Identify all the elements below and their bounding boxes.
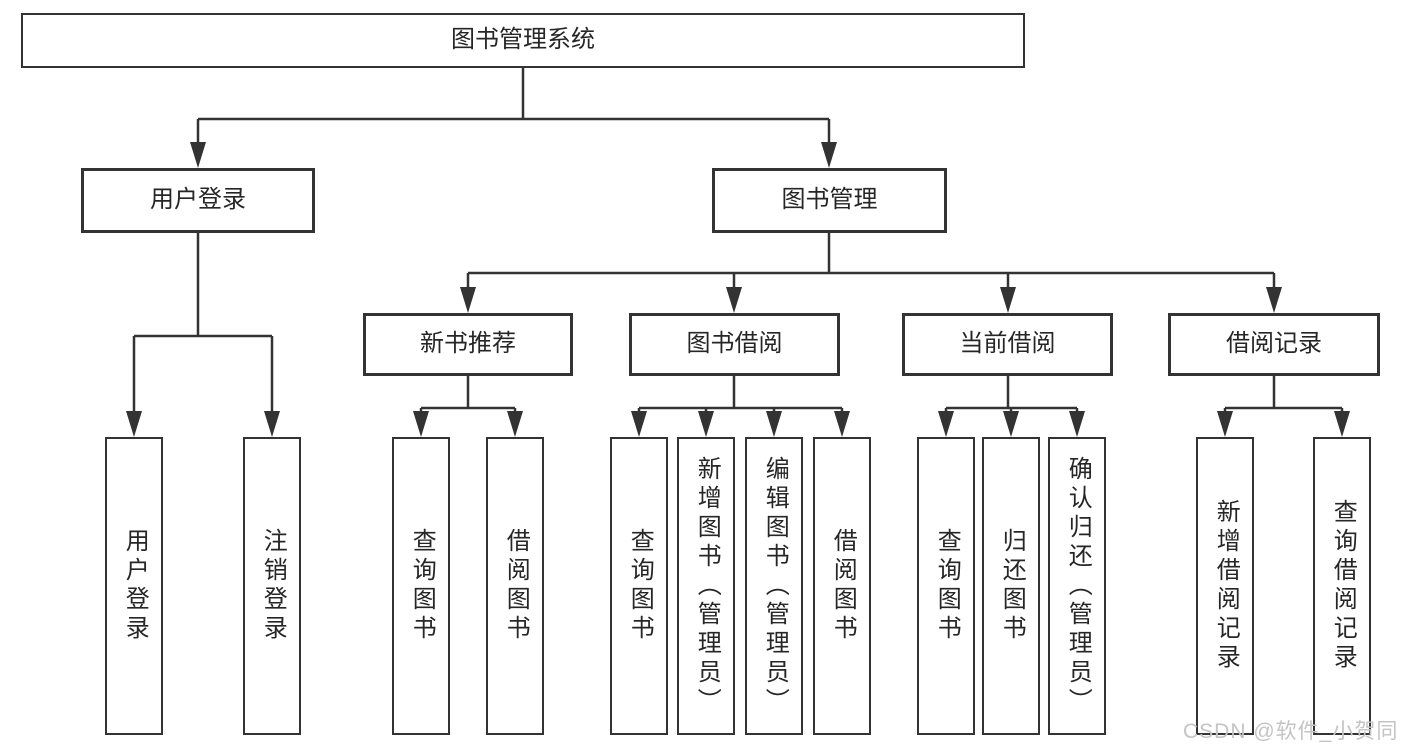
arrow-icon — [1334, 411, 1350, 437]
leaf-borrow-books-recommend: 借阅图书 — [486, 437, 544, 735]
arrow-icon — [264, 411, 280, 437]
arrow-icon — [631, 411, 647, 437]
leaf-logout: 注销登录 — [243, 437, 301, 735]
leaf-query-books-borrowing: 查询图书 — [610, 437, 668, 735]
node-book-management: 图书管理 — [712, 168, 947, 233]
arrow-icon — [834, 411, 850, 437]
leaf-return-book: 归还图书 — [982, 437, 1040, 735]
node-current-borrowing: 当前借阅 — [902, 313, 1113, 376]
leaf-confirm-return-admin: 确认归还（管理员） — [1048, 437, 1106, 735]
arrow-icon — [413, 411, 429, 437]
arrow-icon — [507, 411, 523, 437]
arrow-icon — [1000, 287, 1016, 313]
leaf-add-book-admin: 新增图书（管理员） — [677, 437, 735, 735]
arrow-icon — [766, 411, 782, 437]
leaf-query-borrow-record: 查询借阅记录 — [1313, 437, 1371, 735]
arrow-icon — [1217, 411, 1233, 437]
arrow-icon — [1266, 287, 1282, 313]
arrow-icon — [698, 411, 714, 437]
leaf-add-borrow-record: 新增借阅记录 — [1196, 437, 1254, 735]
leaf-query-books-current: 查询图书 — [917, 437, 975, 735]
leaf-edit-book-admin: 编辑图书（管理员） — [745, 437, 803, 735]
node-borrowing-records: 借阅记录 — [1168, 313, 1380, 376]
node-library-management-system: 图书管理系统 — [21, 13, 1025, 68]
arrow-icon — [460, 287, 476, 313]
arrow-icon — [726, 287, 742, 313]
arrow-icon — [1003, 411, 1019, 437]
leaf-borrow-books-borrowing: 借阅图书 — [813, 437, 871, 735]
node-book-borrowing: 图书借阅 — [629, 313, 840, 376]
arrow-icon — [190, 142, 206, 168]
node-new-book-recommend: 新书推荐 — [363, 313, 573, 376]
leaf-user-login: 用户登录 — [105, 437, 163, 735]
arrow-icon — [1069, 411, 1085, 437]
arrow-icon — [821, 142, 837, 168]
arrow-icon — [126, 411, 142, 437]
node-user-login: 用户登录 — [81, 168, 315, 233]
arrowheads — [126, 142, 1350, 437]
arrow-icon — [938, 411, 954, 437]
leaf-query-books-recommend: 查询图书 — [392, 437, 450, 735]
